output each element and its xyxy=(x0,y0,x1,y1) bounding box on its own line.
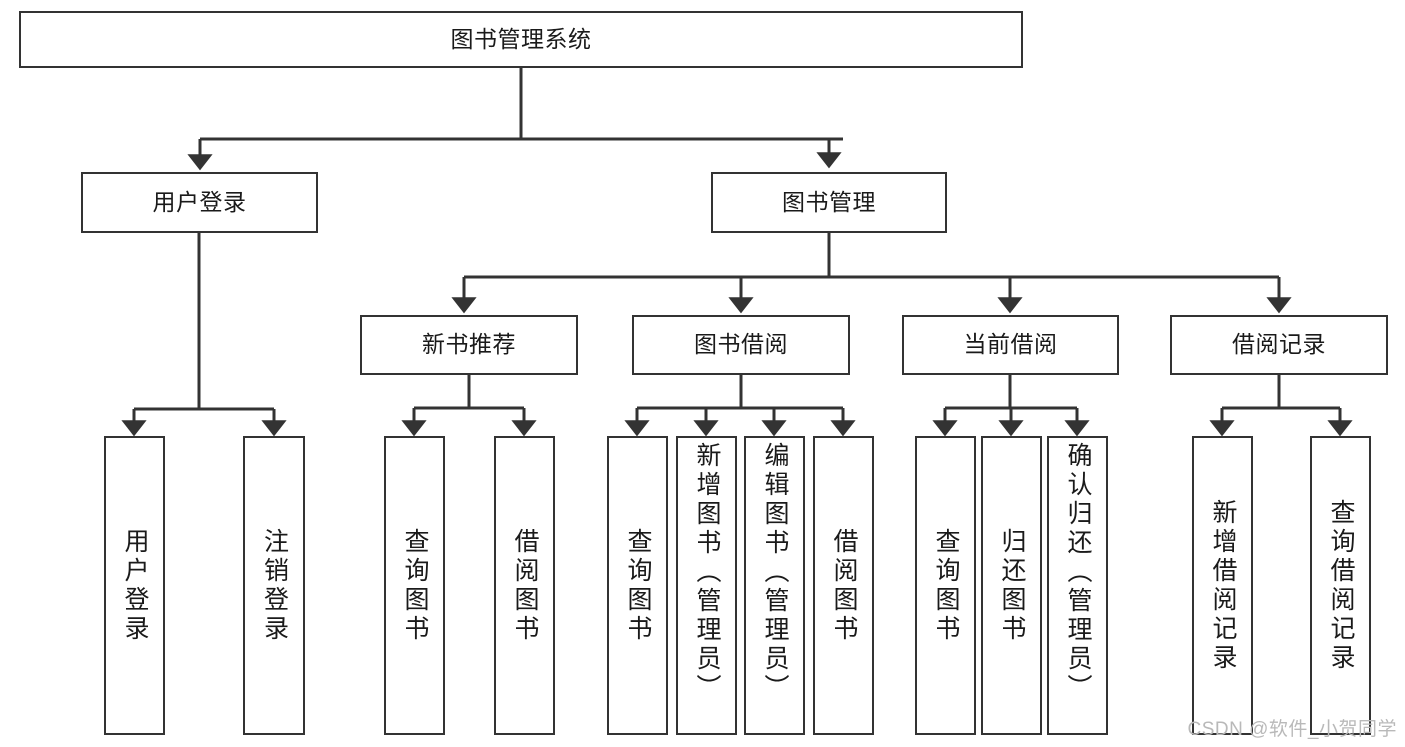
node-current-borrow[interactable]: 当前借阅 xyxy=(902,315,1119,375)
leaf-borrow-book[interactable]: 借阅图书 xyxy=(813,436,874,735)
node-label: 图书管理 xyxy=(782,188,876,215)
leaf-query-borrow-record[interactable]: 查询借阅记录 xyxy=(1310,436,1371,735)
leaf-user-logout[interactable]: 注销登录 xyxy=(243,436,305,735)
leaf-borrow-book-recommend[interactable]: 借阅图书 xyxy=(494,436,555,735)
node-label: 借阅记录 xyxy=(1232,331,1326,358)
leaf-confirm-return-admin[interactable]: 确认归还（管理员） xyxy=(1047,436,1108,735)
node-label: 新书推荐 xyxy=(422,331,516,358)
node-book-management[interactable]: 图书管理 xyxy=(711,172,947,233)
node-label: 查询借阅记录 xyxy=(1327,498,1355,673)
node-label: 新增图书（管理员） xyxy=(693,442,721,703)
leaf-user-login[interactable]: 用户登录 xyxy=(104,436,165,735)
leaf-query-book-current[interactable]: 查询图书 xyxy=(915,436,976,735)
node-label: 查询图书 xyxy=(401,527,429,644)
node-new-book-recommend[interactable]: 新书推荐 xyxy=(360,315,578,375)
node-user-login[interactable]: 用户登录 xyxy=(81,172,318,233)
node-label: 归还图书 xyxy=(998,527,1026,644)
node-label: 当前借阅 xyxy=(963,331,1058,358)
node-borrow-record[interactable]: 借阅记录 xyxy=(1170,315,1388,375)
node-label: 查询图书 xyxy=(624,527,652,644)
node-label: 借阅图书 xyxy=(511,527,539,644)
node-label: 查询图书 xyxy=(932,527,960,644)
leaf-add-book-admin[interactable]: 新增图书（管理员） xyxy=(676,436,737,735)
node-label: 借阅图书 xyxy=(830,527,858,644)
leaf-edit-book-admin[interactable]: 编辑图书（管理员） xyxy=(744,436,805,735)
leaf-query-book-borrow[interactable]: 查询图书 xyxy=(607,436,668,735)
node-label: 新增借阅记录 xyxy=(1209,498,1237,673)
node-label: 用户登录 xyxy=(121,527,149,644)
node-label: 注销登录 xyxy=(260,527,289,644)
node-label: 编辑图书（管理员） xyxy=(761,442,789,703)
leaf-return-book[interactable]: 归还图书 xyxy=(981,436,1042,735)
node-book-borrow[interactable]: 图书借阅 xyxy=(632,315,850,375)
node-label: 图书借阅 xyxy=(694,331,788,358)
node-root-system[interactable]: 图书管理系统 xyxy=(19,11,1023,68)
node-label: 用户登录 xyxy=(152,188,247,215)
node-label: 确认归还（管理员） xyxy=(1064,442,1092,703)
node-label: 图书管理系统 xyxy=(450,25,592,52)
watermark-label: CSDN @软件_小贺同学 xyxy=(1187,719,1397,740)
leaf-query-book-recommend[interactable]: 查询图书 xyxy=(384,436,445,735)
leaf-add-borrow-record[interactable]: 新增借阅记录 xyxy=(1192,436,1253,735)
